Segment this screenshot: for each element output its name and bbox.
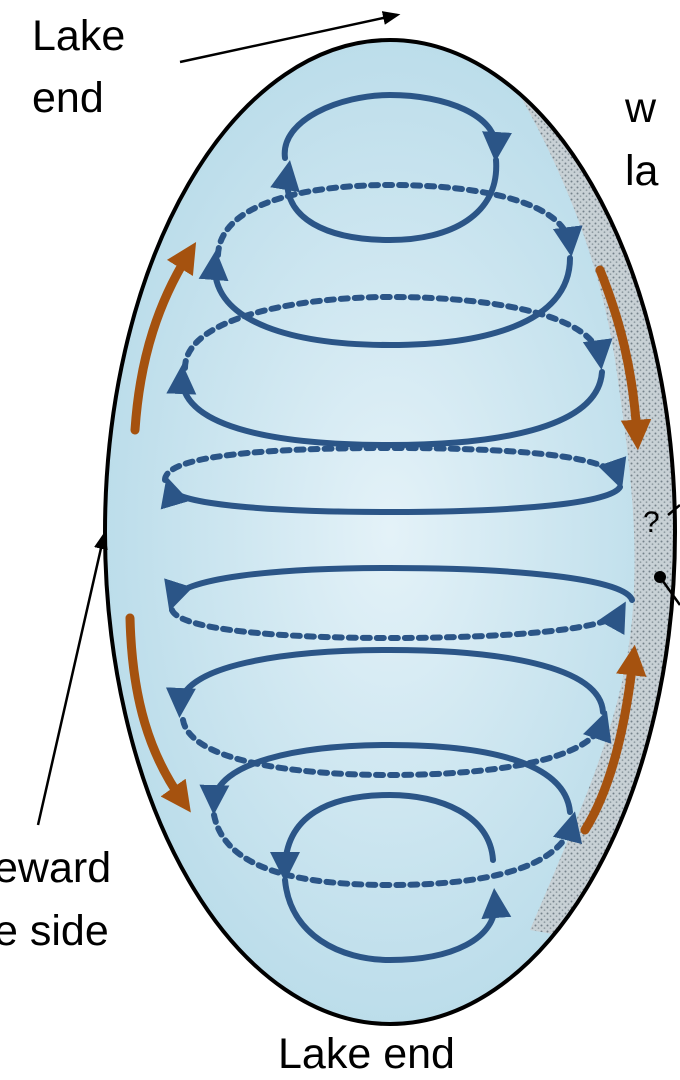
label-right-top-line2: la: [625, 147, 659, 195]
label-question-mark: ?: [643, 506, 660, 539]
leader-line-left: [38, 535, 104, 825]
label-lake-end-top-line2: end: [32, 74, 104, 122]
label-lake-end-bottom: Lake end: [278, 1030, 455, 1078]
label-right-top-line1: w: [624, 84, 657, 132]
point-marker: [654, 571, 666, 583]
label-left-side-line1: eward: [0, 844, 111, 892]
label-lake-end-top-line1: Lake: [32, 12, 125, 60]
label-left-side-line2: e side: [0, 907, 109, 955]
